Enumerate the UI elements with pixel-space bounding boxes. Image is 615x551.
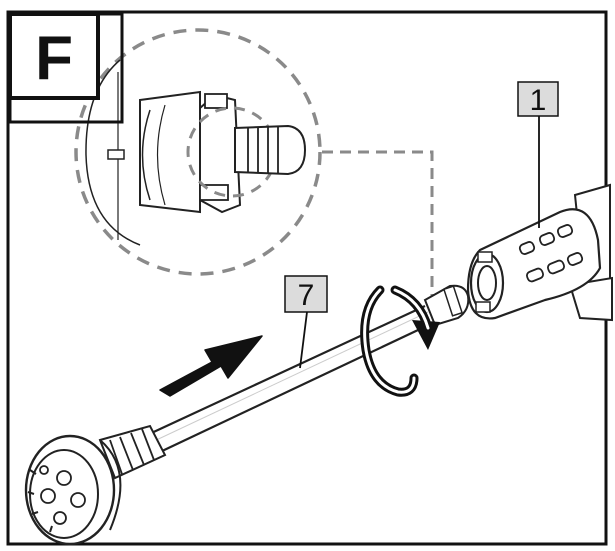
callout-7-leader [299, 311, 308, 369]
spray-gun [466, 183, 613, 322]
callout-1-box [517, 81, 559, 117]
wand-connector [423, 284, 470, 327]
detail-thread [234, 124, 307, 176]
detail-gun-outline [85, 59, 141, 246]
step-label: F [35, 24, 73, 93]
magnified-detail [74, 28, 322, 276]
callout-7: 7 [284, 275, 328, 369]
detail-leader-line [322, 150, 434, 296]
detail-circle [74, 28, 322, 276]
callout-7-label: 7 [298, 279, 315, 312]
callout-1-label: 1 [530, 84, 547, 117]
detail-pin [107, 149, 125, 160]
insert-arrow-icon [159, 335, 263, 397]
callout-7-box [284, 275, 328, 313]
detail-coupling [139, 90, 201, 214]
step-label-box: F [8, 12, 124, 124]
spray-wand [24, 284, 470, 546]
callout-1: 1 [517, 81, 559, 228]
twist-rotate-icon [360, 285, 440, 397]
